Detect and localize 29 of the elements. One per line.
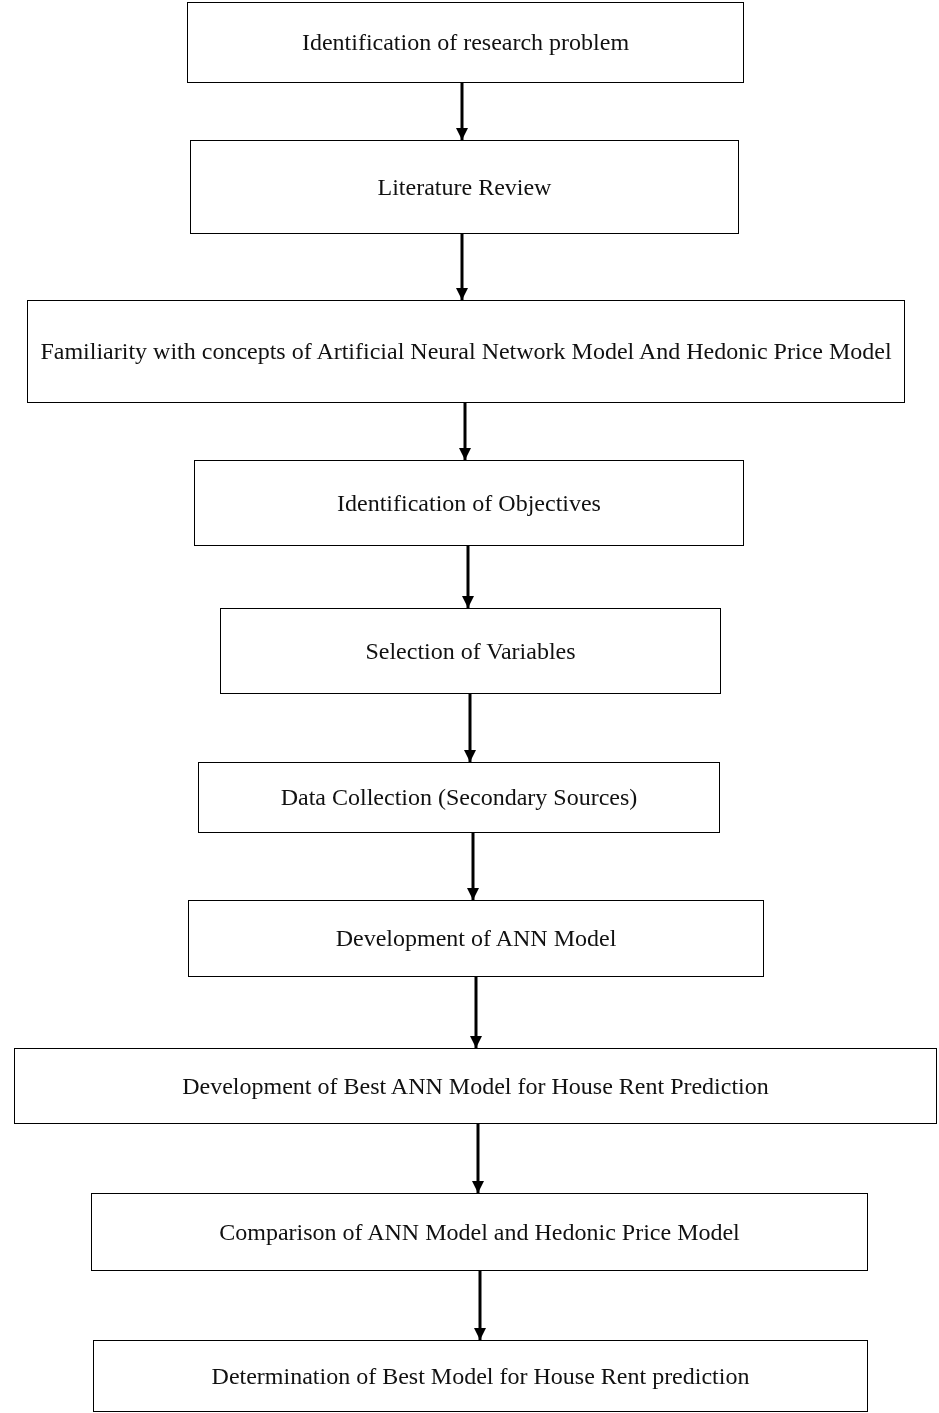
arrow (456, 83, 468, 140)
step-label: Development of ANN Model (335, 924, 617, 954)
step-label: Identification of Objectives (337, 488, 601, 518)
step-label: Identification of research problem (301, 28, 630, 58)
process-box (220, 608, 721, 694)
step-label: Data Collection (Secondary Sources) (280, 783, 638, 813)
process-box (93, 1340, 868, 1412)
process-box (14, 1048, 937, 1124)
arrow (462, 546, 474, 608)
process-box (91, 1193, 868, 1271)
arrow (459, 403, 471, 460)
arrow (456, 234, 468, 300)
step-label: Comparison of ANN Model and Hedonic Price Model (219, 1217, 740, 1247)
process-box (188, 900, 764, 977)
arrow (464, 694, 476, 762)
arrow (467, 833, 479, 900)
process-box (187, 2, 744, 83)
process-box (27, 300, 905, 403)
step-label: Development of Best ANN Model for House Rent Prediction (182, 1071, 769, 1101)
step-label: Familiarity with concepts of Artificial Neural Network Model And Hedonic Price Model (40, 337, 892, 367)
step-label: Determination of Best Model for House Rent prediction (211, 1361, 750, 1391)
arrow (472, 1124, 484, 1193)
arrow (474, 1271, 486, 1340)
process-box (190, 140, 739, 234)
arrow (470, 977, 482, 1048)
process-box (198, 762, 720, 833)
process-box (194, 460, 744, 546)
step-label: Selection of Variables (365, 636, 576, 666)
step-label: Literature Review (377, 172, 552, 202)
